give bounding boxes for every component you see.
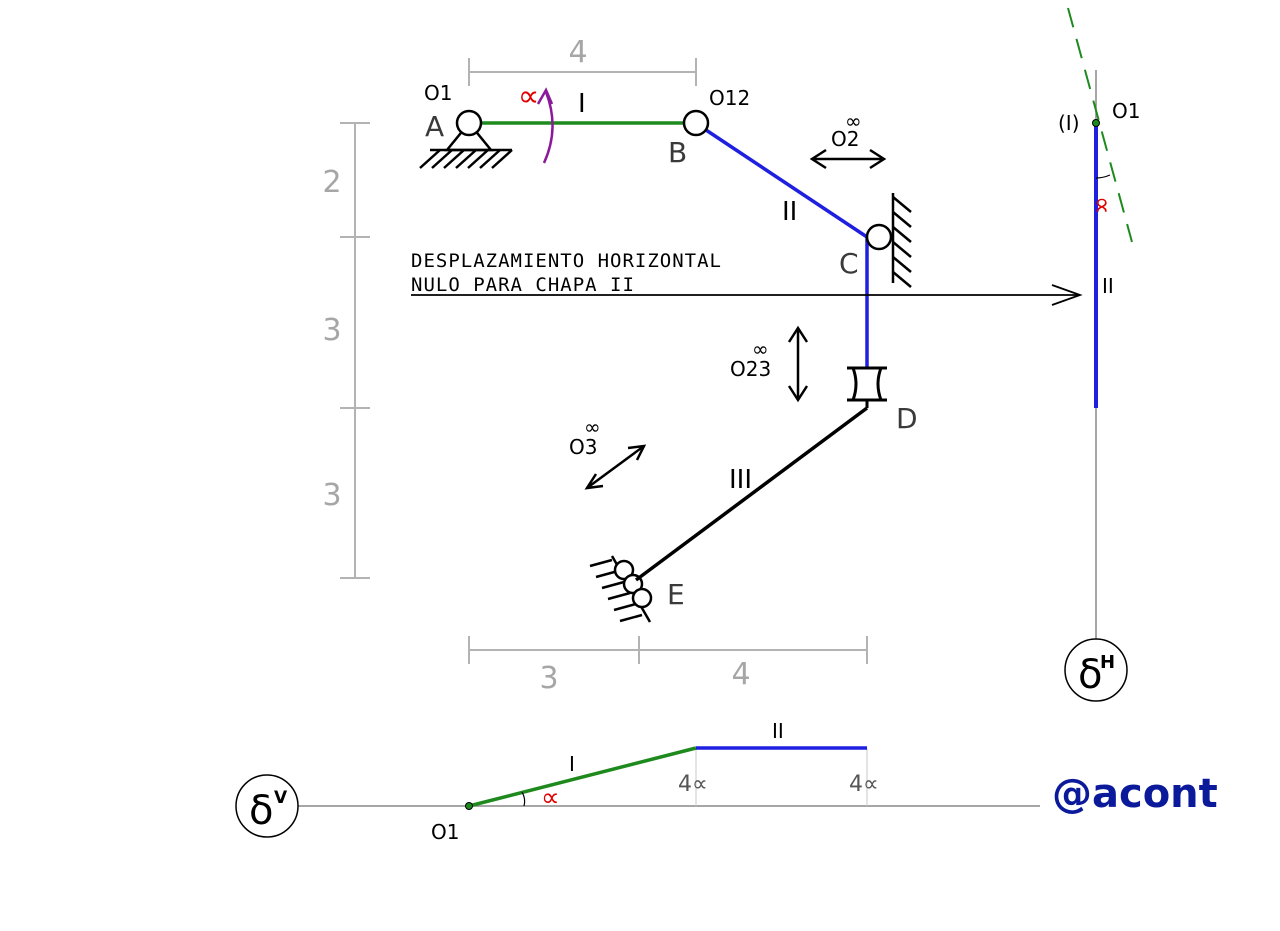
support-c-wall	[891, 193, 912, 288]
point-label-c: C	[839, 247, 859, 280]
dim-left-1: 2	[322, 165, 341, 200]
v-diagram-alpha: ∝	[541, 783, 560, 813]
dimension-top: 4	[468, 35, 697, 86]
h-diagram-label-II: II	[1102, 274, 1114, 298]
hinge-c	[865, 223, 893, 251]
support-e-roller	[589, 555, 653, 623]
dim-bottom-1: 3	[539, 661, 558, 696]
pole-o3-infinity: ∞	[584, 415, 601, 439]
point-label-e: E	[667, 578, 685, 611]
pole-o2: O2	[831, 127, 859, 151]
horizontal-displacement-diagram	[1067, 7, 1133, 646]
point-label-b: B	[668, 136, 687, 169]
delta-h-glyph: δ	[1078, 652, 1102, 698]
bar-III	[634, 406, 869, 582]
v-diagram-label-I: I	[569, 752, 575, 776]
hinge-a	[455, 109, 483, 137]
pole-o23-infinity: ∞	[752, 337, 769, 361]
support-a-pinned	[419, 121, 513, 169]
note-line-2: NULO PARA CHAPA II	[411, 274, 635, 296]
bar-II-upper	[705, 128, 868, 239]
dim-bottom-2: 4	[731, 657, 750, 692]
dimension-bottom: 3 4	[468, 636, 868, 696]
v-diagram-value-2: 4∝	[849, 772, 879, 797]
pole-o3: O3	[569, 435, 597, 459]
hinge-b	[682, 109, 710, 137]
vertical-displacement-diagram	[298, 746, 1040, 810]
pole-o12: O12	[709, 86, 750, 110]
pole-o1: O1	[424, 81, 452, 105]
v-diagram-label-II: II	[772, 719, 784, 743]
point-label-a: A	[425, 110, 444, 143]
arrow-o3-direction	[584, 444, 647, 490]
h-diagram-label-O1: O1	[1112, 99, 1140, 123]
note-arrow	[411, 284, 1083, 306]
delta-v-superscript: V	[274, 788, 288, 808]
point-label-d: D	[896, 402, 918, 435]
alpha-rotation: ∝	[518, 79, 539, 114]
watermark-text: @acont	[1052, 771, 1218, 817]
arrow-o23-direction	[787, 325, 809, 403]
dim-left-3: 3	[322, 478, 341, 513]
rotation-arrow	[536, 87, 554, 164]
delta-v-glyph: δ	[249, 788, 273, 834]
dim-top-value: 4	[568, 35, 587, 70]
h-diagram-label-I: (I)	[1058, 111, 1080, 135]
h-diagram-alpha: ∝	[1087, 196, 1117, 215]
arrow-o2-direction	[809, 148, 887, 170]
bar-label-II: II	[782, 197, 797, 227]
note-line-1: DESPLAZAMIENTO HORIZONTAL	[411, 250, 722, 272]
delta-h-superscript: H	[1100, 652, 1115, 673]
delta-v-symbol: δ V	[235, 774, 299, 838]
dim-left-2: 3	[322, 313, 341, 348]
delta-h-symbol: δ H	[1064, 638, 1128, 702]
sliding-sleeve-d	[847, 366, 887, 408]
bar-label-III: III	[729, 465, 752, 495]
pole-o2-infinity: ∞	[845, 109, 862, 133]
dimension-left: 2 3 3	[322, 122, 370, 579]
pole-o23: O23	[730, 357, 771, 381]
v-diagram-label-O1: O1	[431, 820, 459, 844]
v-diagram-value-1: 4∝	[678, 772, 708, 797]
bar-label-I: I	[578, 89, 586, 119]
